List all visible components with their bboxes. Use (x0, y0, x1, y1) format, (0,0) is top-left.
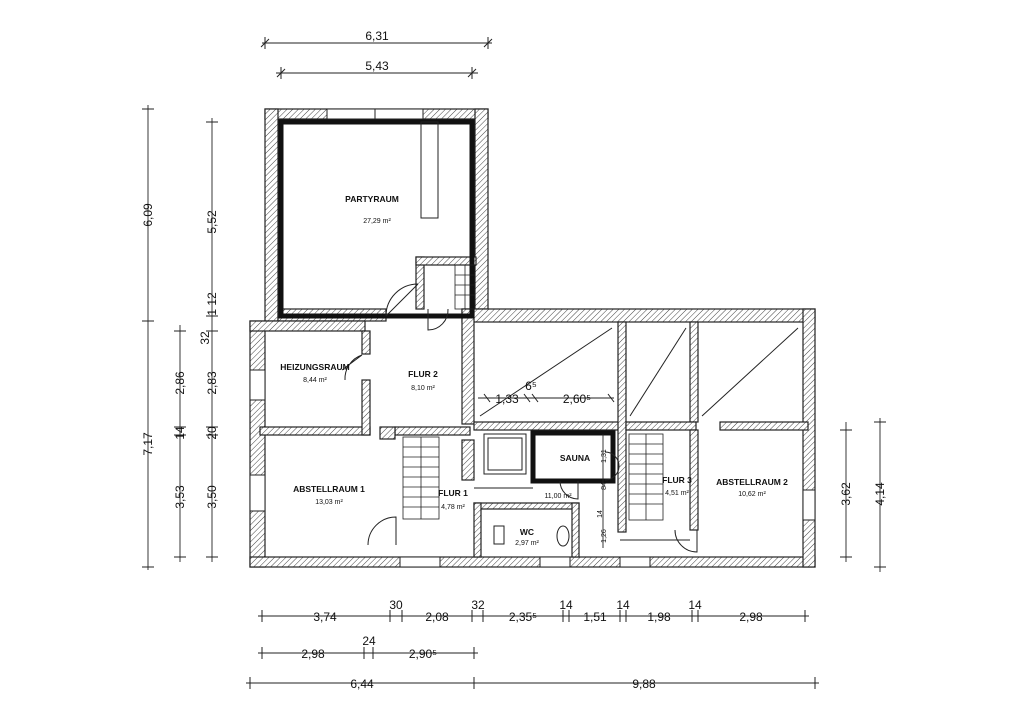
dim-b1-10: 2,98 (739, 610, 763, 624)
room-flur2-area: 8,10 m² (411, 385, 435, 392)
dim-bottom-3: 6,44 9,88 (246, 677, 819, 691)
windows (249, 108, 816, 568)
wall-heiz-right-a (361, 330, 371, 355)
room-wc-area: 2,97 m² (515, 540, 539, 547)
room-abstellraum1-area: 13,03 m² (315, 499, 343, 506)
dim-b1-1: 30 (389, 598, 403, 612)
dim-b3-1: 9,88 (632, 677, 656, 691)
dim-left-552: 5,52 (205, 210, 219, 234)
dim-left-717: 7,17 (141, 432, 155, 456)
staircase-2 (628, 433, 664, 521)
wall-wc-top (473, 502, 580, 510)
dim-left-20: 20 (205, 426, 219, 440)
dim-left-112: 1 12 (205, 292, 219, 316)
dim-top: 6,31 5,43 (260, 29, 493, 79)
partyraum-outline (278, 119, 475, 319)
wall-flur3-top (625, 421, 697, 431)
dim-inner-65: 6⁵ (525, 379, 537, 393)
dim-b1-0: 3,74 (313, 610, 337, 624)
wall-heiz-bottom (259, 426, 371, 436)
wall-heiz-right-b (361, 379, 371, 436)
room-flur3-name: FLUR 3 (662, 475, 692, 485)
wall-wc-left (473, 502, 482, 558)
dim-left-32: 32 (198, 331, 212, 345)
dim-left-350: 3,50 (205, 485, 219, 509)
dim-inner-84: 84 (601, 482, 608, 490)
dim-b2-0: 2,98 (301, 647, 325, 661)
room-sauna-name: SAUNA (560, 453, 590, 463)
dim-b1-8: 1,98 (647, 610, 671, 624)
walls (249, 108, 816, 568)
room-partyraum-name: PARTYRAUM (345, 194, 399, 204)
wall-heiz-top (249, 320, 366, 332)
dim-b1-4: 2,35⁵ (509, 610, 537, 624)
dim-b1-6: 1,51 (583, 610, 607, 624)
dim-b3-0: 6,44 (350, 677, 374, 691)
room-flur2-name: FLUR 2 (408, 369, 438, 379)
dim-left: 6,09 7,17 5,52 1 12 2,83 20 3,50 32 2,86… (141, 105, 219, 570)
wall-mid-2 (689, 321, 699, 423)
dim-b2-2: 2,90⁵ (409, 647, 437, 661)
dim-inner-2605: 2,60⁵ (563, 392, 591, 406)
room-abstellraum2-name: ABSTELLRAUM 2 (716, 477, 788, 487)
fixtures (474, 433, 690, 547)
staircase-3 (454, 264, 476, 310)
dim-b1-9: 14 (688, 598, 702, 612)
wall-party-right (474, 108, 489, 310)
wall-flur-right-a (461, 308, 475, 425)
dim-b1-3: 32 (471, 598, 485, 612)
dim-bottom-2: 2,98 24 2,90⁵ (258, 634, 478, 661)
dim-inner: 1,33 6⁵ 2,60⁵ 1,31 84 14 1,26 (478, 379, 615, 548)
dim-bottom-1: 3,74 30 2,08 32 2,35⁵ 14 1,51 14 1,98 14… (258, 598, 809, 624)
dim-inner-133: 1,33 (495, 392, 519, 406)
wall-sauna (530, 430, 616, 484)
dim-top-outer: 6,31 (365, 29, 389, 43)
wall-nook-top (415, 256, 477, 266)
room-wc-name: WC (520, 527, 534, 537)
room-flur3-area: 4,51 m² (665, 490, 689, 497)
wall-party-left (264, 108, 279, 322)
dim-right: 3,62 4,14 (839, 418, 887, 572)
dim-inner-14: 14 (597, 510, 604, 518)
wall-right-top (461, 308, 816, 323)
dim-left-609: 6,09 (141, 203, 155, 227)
dim-right-362: 3,62 (839, 482, 853, 506)
dim-left-14: 14 (173, 426, 187, 440)
dim-b1-5: 14 (559, 598, 573, 612)
wall-chimney (379, 426, 396, 440)
wall-bottom-outer (249, 556, 816, 568)
room-flur1-name: FLUR 1 (438, 488, 468, 498)
wall-flur3-right (689, 429, 699, 531)
wall-right-outer (802, 308, 816, 568)
dim-b1-2: 2,08 (425, 610, 449, 624)
dim-inner-126: 1,26 (601, 529, 608, 543)
dim-left-283: 2,83 (205, 371, 219, 395)
room-partyraum-area: 27,29 m² (363, 218, 391, 225)
room-sauna-area: 11,00 m² (544, 493, 572, 500)
wall-left-outer (249, 320, 266, 568)
room-heizungsraum-area: 8,44 m² (303, 377, 327, 384)
dim-b1-7: 14 (616, 598, 630, 612)
wall-wc-right (571, 502, 580, 558)
wall-flur-right-b (461, 439, 475, 481)
wall-storage-bottom (473, 421, 625, 431)
wall-abst2-top (719, 421, 809, 431)
dim-inner-131: 1,31 (601, 449, 608, 463)
dim-right-414: 4,14 (873, 482, 887, 506)
room-heizungsraum-name: HEIZUNGSRAUM (280, 362, 349, 372)
dim-b2-1: 24 (362, 634, 376, 648)
dim-left-353: 3,53 (173, 485, 187, 509)
room-abstellraum1-name: ABSTELLRAUM 1 (293, 484, 365, 494)
staircase-1 (402, 436, 440, 520)
dim-top-inner: 5,43 (365, 59, 389, 73)
storage-diagonals (479, 327, 799, 417)
room-flur1-area: 4,78 m² (441, 504, 465, 511)
door-swings (341, 283, 698, 553)
room-abstellraum2-area: 10,62 m² (738, 491, 766, 498)
dim-left-286: 2,86 (173, 371, 187, 395)
wall-mid-1 (617, 321, 627, 533)
bar-counter (420, 121, 439, 219)
wall-flur-stair-top (394, 426, 471, 436)
